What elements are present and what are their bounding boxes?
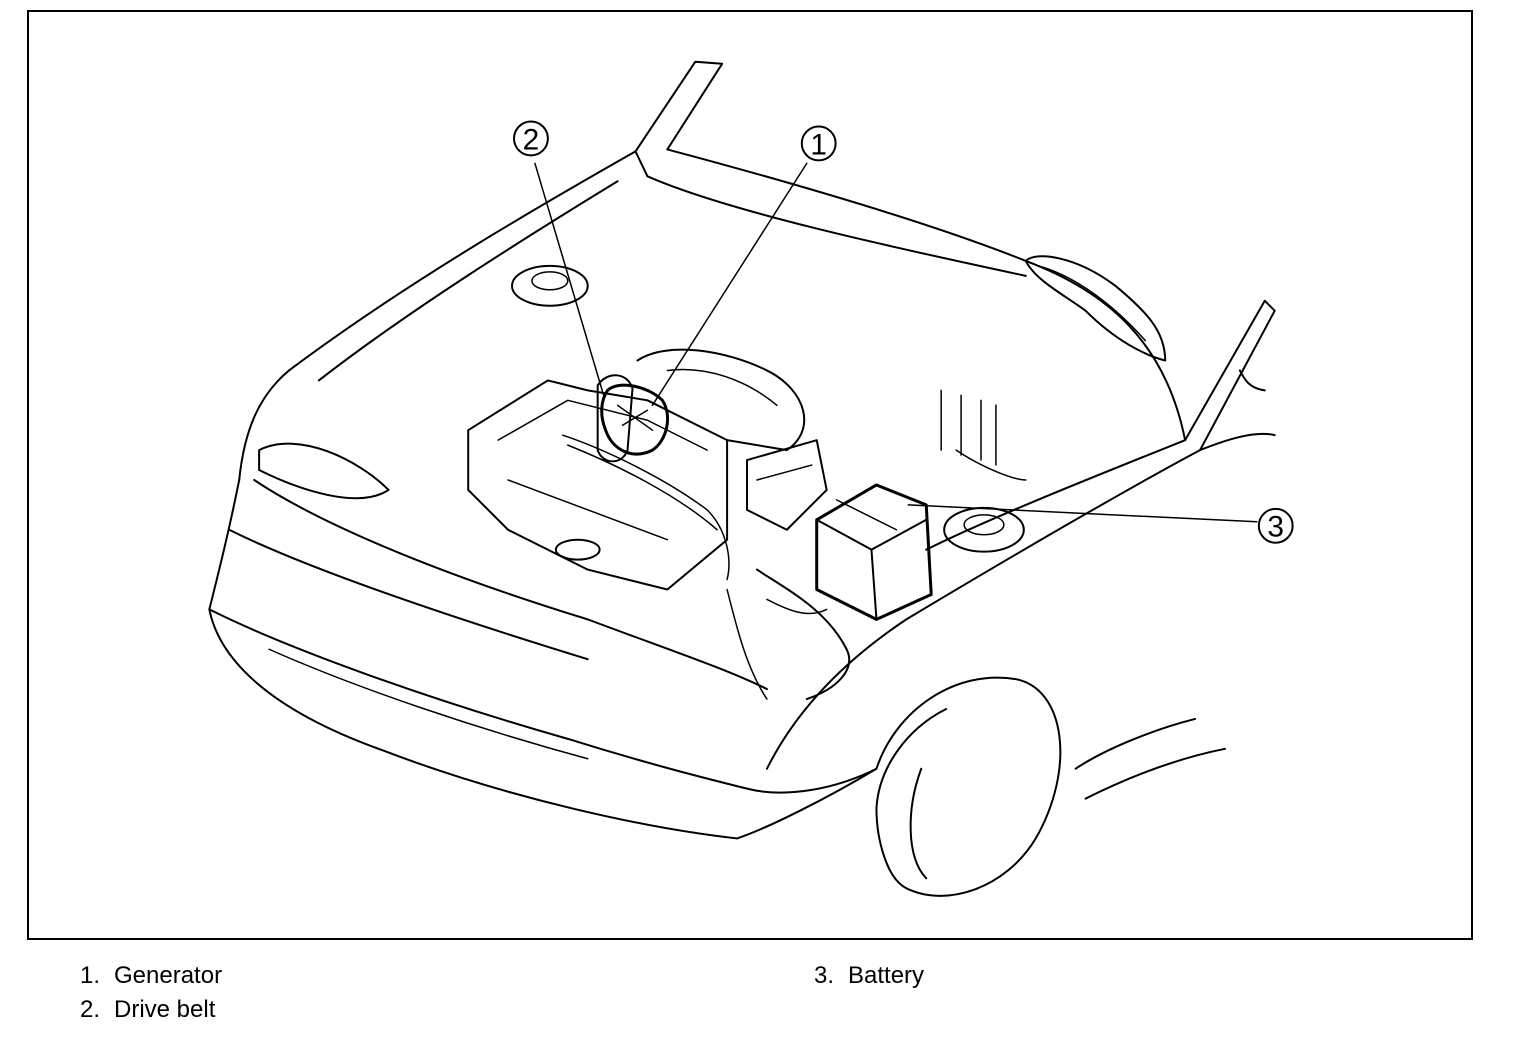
figure-frame: 1 2 3 — [27, 10, 1473, 940]
legend-item-2-label: Drive belt — [114, 996, 216, 1023]
callout-1-number: 1 — [810, 128, 827, 161]
callout-1: 1 — [800, 125, 837, 161]
engine-components — [467, 264, 1027, 701]
callout-3-number: 3 — [1267, 511, 1284, 544]
legend-item-3-label: Battery — [848, 962, 925, 989]
engine-bay-illustration: 1 2 3 — [208, 60, 1294, 897]
callout-leader-lines — [534, 162, 1258, 523]
legend-item-3-number: 3. — [813, 962, 834, 989]
legend-item-1-number: 1. — [79, 962, 100, 989]
legend-item-2-number: 2. — [79, 996, 100, 1023]
callout-2: 2 — [513, 120, 549, 156]
legend-item-1-label: Generator — [114, 962, 223, 989]
callout-2-number: 2 — [523, 123, 540, 156]
car-body-outline — [208, 60, 1276, 897]
callout-3: 3 — [1257, 507, 1294, 544]
